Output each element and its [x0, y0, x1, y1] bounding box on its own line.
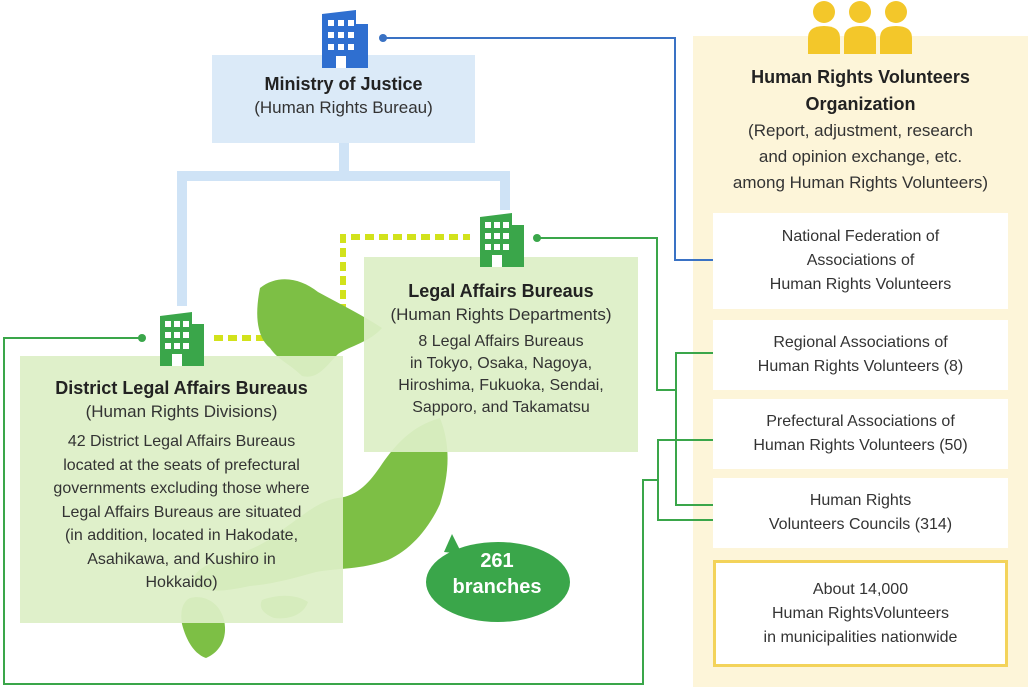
district-body: 42 District Legal Affairs Bureaus locate…	[20, 430, 343, 595]
volunteer-councils-line: Human Rights	[809, 492, 912, 509]
ministry-volunteer-link	[383, 37, 713, 261]
volunteers-title: Human Rights Volunteers Organization	[693, 64, 1028, 118]
district-line: (in addition, located in Hakodate,	[64, 527, 299, 544]
hokkaido-shape	[257, 279, 382, 377]
legal-affairs-link	[537, 237, 676, 391]
legal-affairs-building-icon	[480, 213, 524, 267]
volunteers-title-line: Organization	[805, 94, 916, 114]
legal-affairs-body: 8 Legal Affairs Bureaus in Tokyo, Osaka,…	[364, 331, 638, 419]
regional-bracket	[675, 352, 713, 506]
legal-affairs-link-dot	[533, 234, 541, 242]
volunteers-desc-line: among Human Rights Volunteers)	[732, 173, 989, 192]
total-volunteers-line: Human RightsVolunteers	[772, 604, 949, 622]
prefectural-bracket	[657, 439, 713, 521]
legal-affairs-title: Legal Affairs Bureaus	[408, 281, 594, 301]
regional-associations-line: Human Rights Volunteers (8)	[757, 358, 964, 375]
district-building-icon	[160, 312, 204, 366]
prefectural-associations-line: Human Rights Volunteers (50)	[753, 437, 968, 454]
regional-associations-line: Regional Associations of	[773, 334, 948, 351]
total-volunteers-box: About 14,000 Human RightsVolunteers in m…	[713, 560, 1008, 667]
volunteers-desc-line: (Report, adjustment, research	[748, 121, 973, 140]
national-federation-box: National Federation of Associations of H…	[713, 213, 1008, 309]
ministry-tree-line-right	[344, 171, 510, 210]
volunteers-desc: (Report, adjustment, research and opinio…	[693, 118, 1028, 196]
branches-label: branches	[452, 576, 542, 598]
district-link	[3, 337, 658, 685]
branches-count: 261	[480, 550, 514, 572]
district-line: located at the seats of prefectural	[63, 456, 300, 474]
volunteers-header: Human Rights Volunteers Organization (Re…	[693, 64, 1028, 196]
district-link-dot	[138, 334, 146, 342]
branches-bubble	[426, 534, 570, 622]
legal-affairs-subtitle: (Human Rights Departments)	[390, 305, 612, 324]
volunteer-councils-line: Volunteers Councils (314)	[768, 516, 953, 533]
district-subtitle: (Human Rights Divisions)	[85, 402, 278, 421]
legal-affairs-box: Legal Affairs Bureaus (Human Rights Depa…	[364, 257, 638, 452]
ministry-subtitle: (Human Rights Bureau)	[254, 98, 433, 117]
prefectural-associations-line: Prefectural Associations of	[766, 413, 955, 430]
volunteers-title-line: Human Rights Volunteers	[751, 67, 970, 87]
district-line: Legal Affairs Bureaus are situated	[61, 503, 302, 521]
total-volunteers-line: in municipalities nationwide	[763, 628, 958, 646]
legal-affairs-line: in Tokyo, Osaka, Nagoya,	[409, 355, 593, 372]
bubble-body	[426, 542, 570, 622]
people-icon	[808, 1, 912, 54]
national-federation-line: Human Rights Volunteers	[769, 276, 952, 293]
branches-text: 261 branches	[426, 548, 568, 600]
national-federation-line: Associations of	[806, 252, 915, 269]
district-title: District Legal Affairs Bureaus	[55, 378, 308, 398]
ministry-title: Ministry of Justice	[264, 74, 423, 94]
legal-affairs-line: Hiroshima, Fukuoka, Sendai,	[398, 377, 604, 394]
national-federation-line: National Federation of	[781, 228, 940, 245]
legal-affairs-line: Sapporo, and Takamatsu	[412, 399, 590, 416]
district-box: District Legal Affairs Bureaus (Human Ri…	[20, 356, 343, 623]
district-line: 42 District Legal Affairs Bureaus	[67, 433, 296, 450]
volunteer-councils-box: Human Rights Volunteers Councils (314)	[713, 478, 1008, 548]
legal-affairs-line: 8 Legal Affairs Bureaus	[418, 333, 584, 350]
district-line: governments excluding those where	[53, 480, 310, 497]
regional-associations-box: Regional Associations of Human Rights Vo…	[713, 320, 1008, 390]
ministry-box: Ministry of Justice (Human Rights Bureau…	[212, 55, 475, 143]
ministry-link-dot	[379, 34, 387, 42]
district-line: Asahikawa, and Kushiro in	[87, 550, 276, 568]
district-line: Hokkaido)	[145, 574, 218, 591]
ministry-tree-line	[177, 143, 349, 306]
volunteers-desc-line: and opinion exchange, etc.	[758, 147, 963, 166]
ministry-building-icon	[322, 10, 368, 68]
total-volunteers-line: About 14,000	[812, 580, 909, 598]
prefectural-associations-box: Prefectural Associations of Human Rights…	[713, 399, 1008, 469]
